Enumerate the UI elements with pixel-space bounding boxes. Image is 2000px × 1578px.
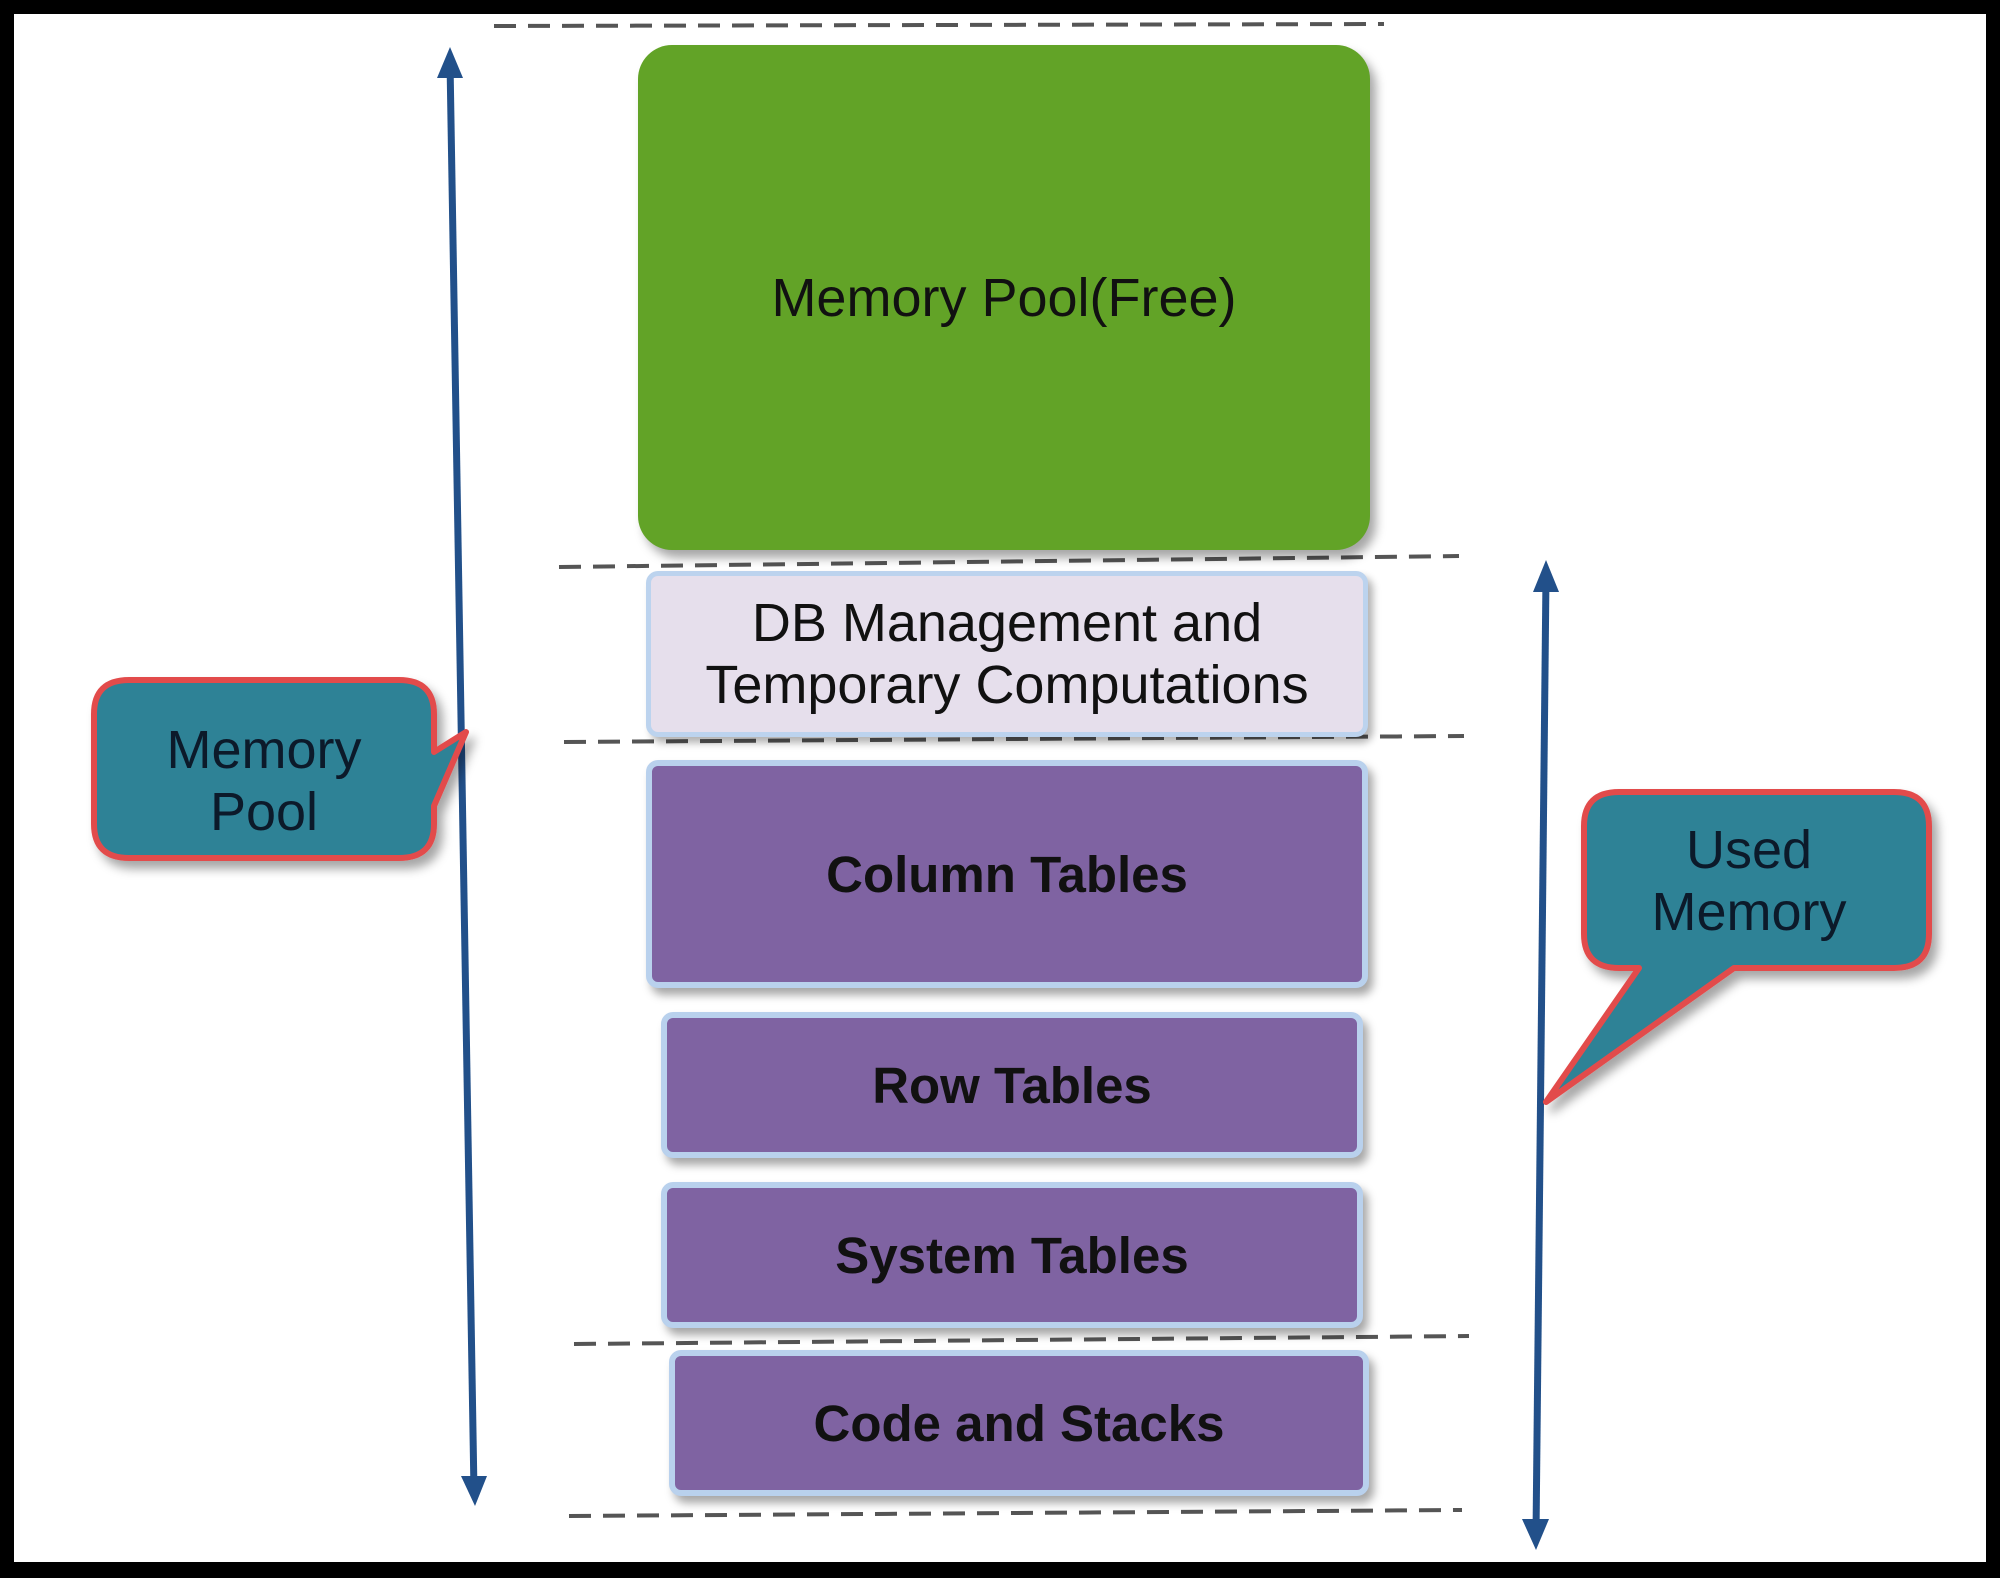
code-and-stacks-label: Code and Stacks bbox=[813, 1394, 1225, 1452]
used-memory-callout-bubble bbox=[1543, 789, 1932, 1105]
column-tables-label: Column Tables bbox=[826, 845, 1188, 903]
memory-pool-free-label: Memory Pool(Free) bbox=[771, 267, 1237, 328]
code-and-stacks-block: Code and Stacks bbox=[669, 1350, 1369, 1496]
used-memory-callout-text: Used Memory bbox=[1579, 819, 1919, 943]
separator-line-free-used bbox=[558, 554, 1460, 569]
memory-pool-free-block: Memory Pool(Free) bbox=[638, 45, 1370, 550]
used-memory-callout-line1: Used bbox=[1685, 820, 1813, 880]
memory-pool-callout-text: Memory Pool bbox=[94, 719, 434, 843]
db-management-label-line2: Temporary Computations bbox=[705, 655, 1309, 715]
row-tables-label: Row Tables bbox=[872, 1056, 1152, 1114]
memory-pool-callout-line2: Pool bbox=[209, 782, 319, 842]
diagram-canvas: Memory Pool(Free) DB Management and Temp… bbox=[14, 14, 1986, 1562]
system-tables-label: System Tables bbox=[835, 1226, 1189, 1284]
memory-pool-arrow bbox=[437, 47, 487, 1506]
db-management-block: DB Management and Temporary Computations bbox=[646, 571, 1368, 737]
system-tables-block: System Tables bbox=[661, 1182, 1363, 1328]
separator-line-top bbox=[493, 22, 1385, 28]
db-management-label-line1: DB Management and bbox=[751, 593, 1263, 653]
memory-pool-callout-bubble bbox=[91, 677, 469, 861]
used-memory-arrow bbox=[1522, 560, 1559, 1550]
column-tables-block: Column Tables bbox=[646, 760, 1368, 988]
separator-line-db-tables bbox=[563, 734, 1465, 744]
diagram-overlay bbox=[91, 22, 1932, 1550]
row-tables-block: Row Tables bbox=[661, 1012, 1363, 1158]
used-memory-callout-line2: Memory bbox=[1651, 882, 1847, 942]
memory-pool-callout-line1: Memory bbox=[166, 720, 362, 780]
separator-line-bottom bbox=[568, 1508, 1463, 1518]
separator-line-tables-code bbox=[573, 1334, 1470, 1346]
